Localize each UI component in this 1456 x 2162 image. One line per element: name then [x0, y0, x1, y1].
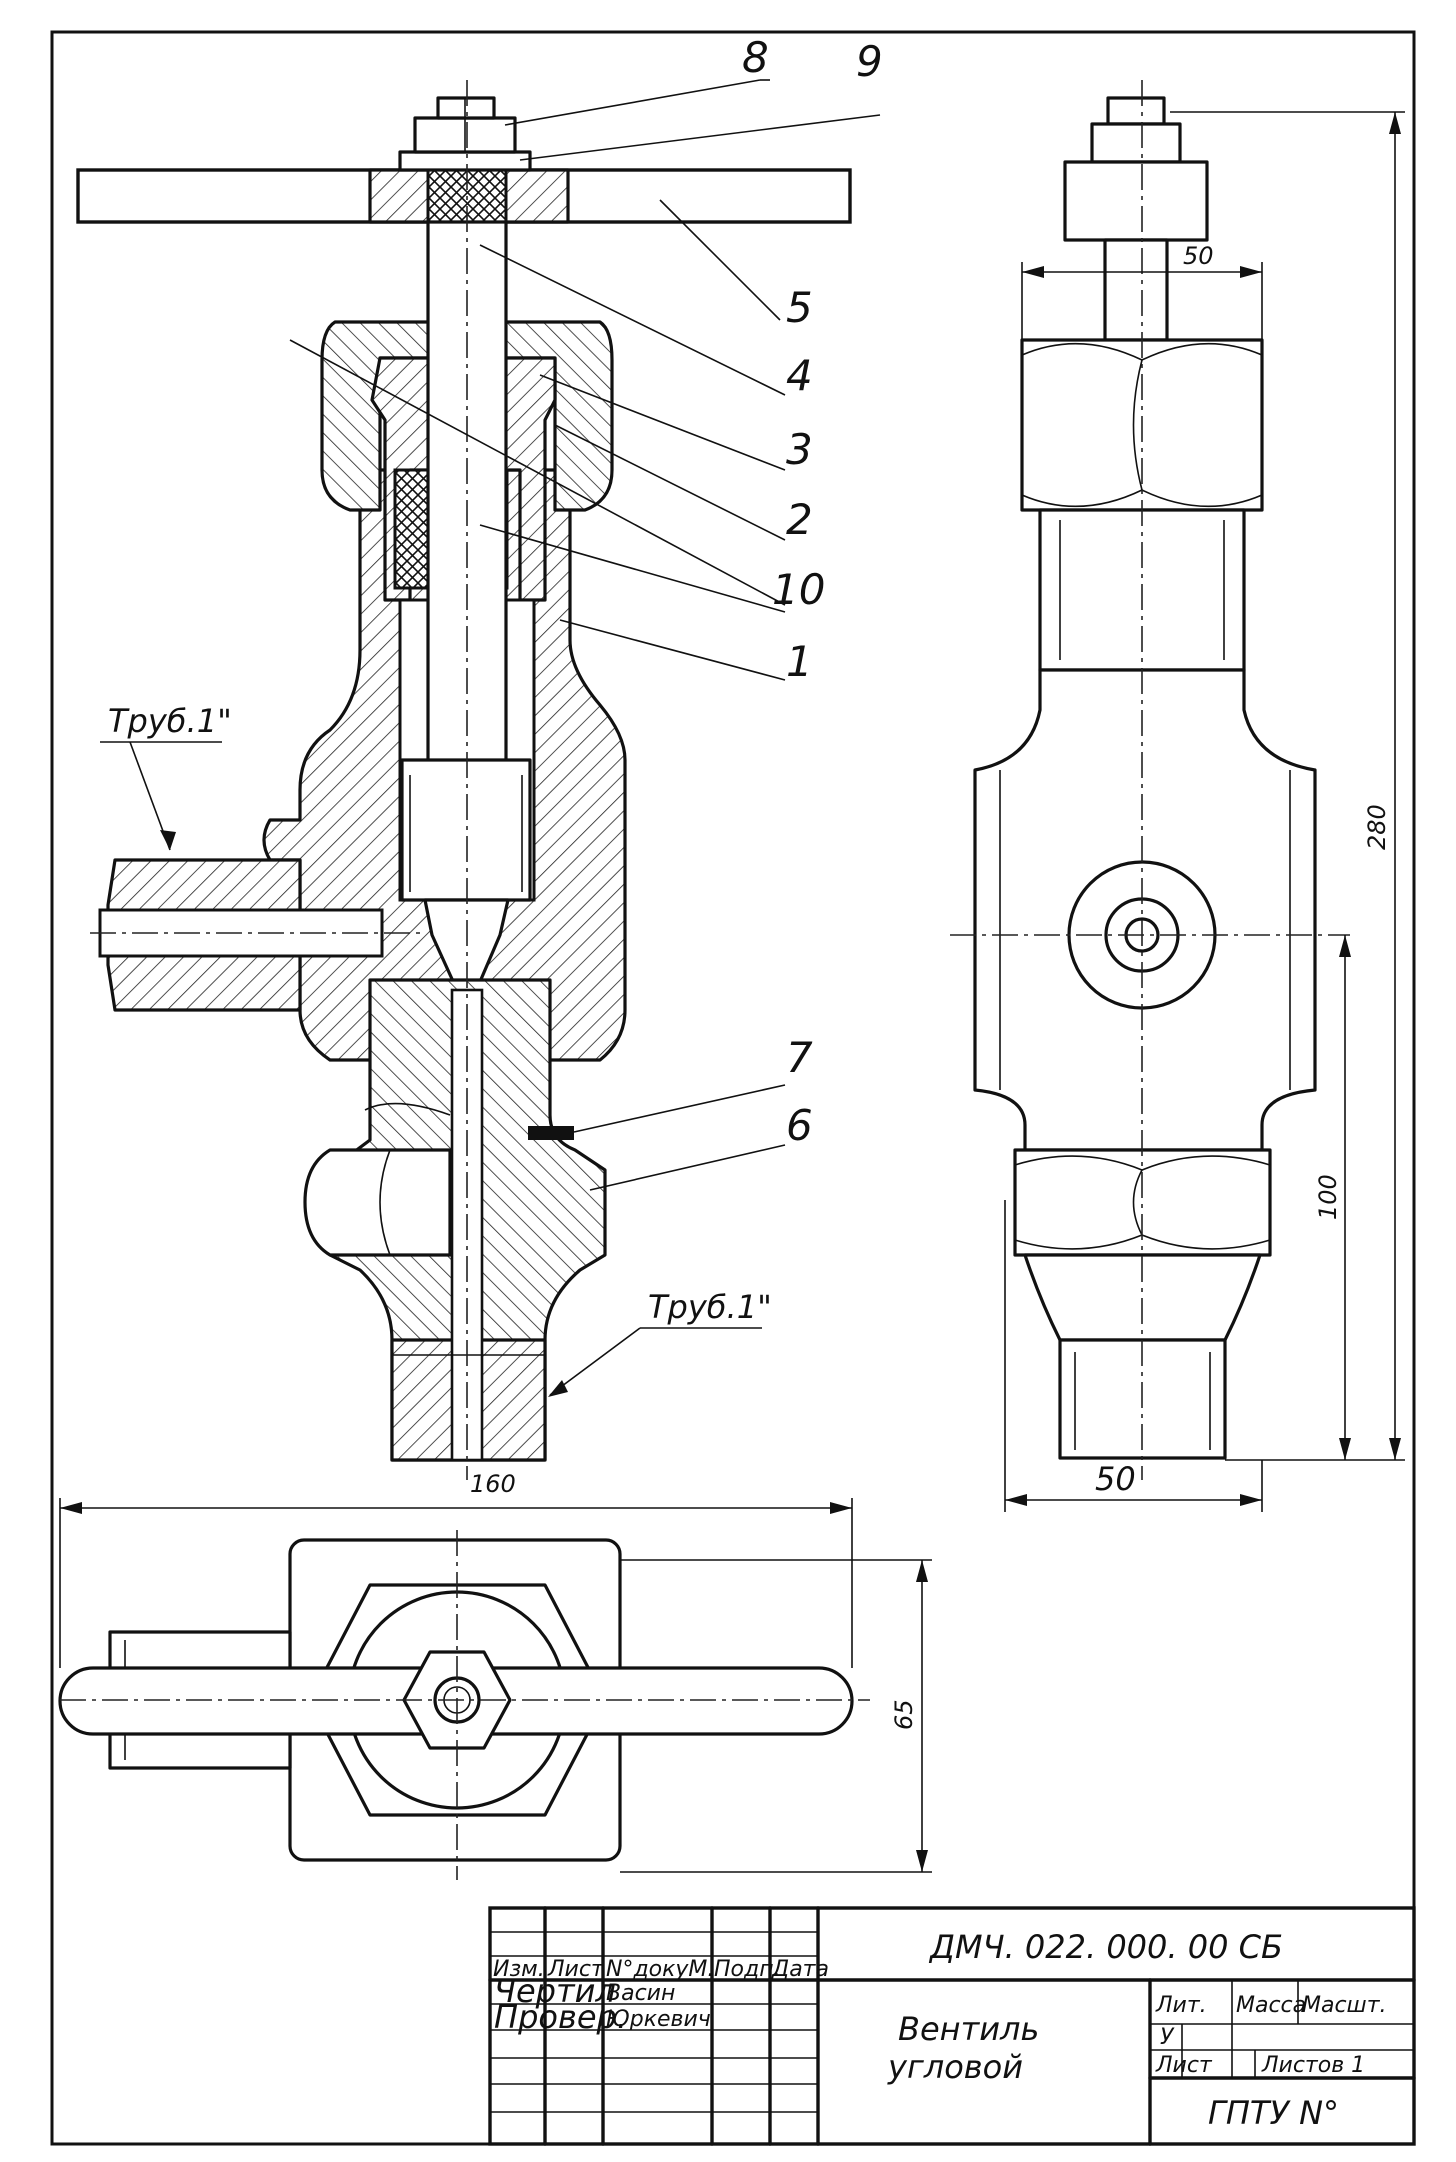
part-label-3: 3: [786, 425, 813, 474]
tb-header-list: Лист: [547, 1957, 605, 1982]
tb-drawn-label: Чертил: [494, 1972, 616, 2010]
plan-dimensions: 160 65: [59, 1470, 932, 1873]
dim-plan-width: 160: [470, 1470, 516, 1498]
part-label-9: 9: [856, 37, 883, 86]
side-lower-nut: [1013, 1148, 1272, 1257]
title-block: Изм. Лист N°докуМ. Подп. Дата Чертил Вас…: [488, 1906, 1416, 2146]
dim-plan-height: 65: [890, 1699, 918, 1730]
dim-side-top-width: 50: [1183, 242, 1214, 270]
stem-end: [436, 96, 496, 120]
tb-name-line1: Вентиль: [898, 2010, 1039, 2048]
pipe-callout-left: Труб.1": [108, 702, 232, 740]
tb-scale-label: Масшт.: [1302, 1993, 1387, 2018]
part-label-2: 2: [786, 495, 813, 544]
plan-view: [58, 1530, 870, 1880]
tb-checked-label: Провер.: [494, 1998, 627, 2036]
side-top-nut: [1063, 160, 1209, 242]
part-label-1: 1: [786, 637, 813, 686]
pipe-callout-bottom: Труб.1": [648, 1288, 772, 1326]
washer: [398, 150, 532, 172]
tb-sheet-label: Лист: [1155, 2053, 1213, 2078]
front-section-view: [76, 80, 852, 1480]
bottom-hex-nut: [303, 1148, 452, 1257]
stem-threaded-part: [400, 758, 532, 902]
part-label-10: 10: [772, 565, 825, 614]
tb-drawn-name: Васин: [606, 1981, 675, 2006]
tb-header-sign: Подп.: [714, 1957, 781, 1982]
tb-designation: ДМЧ. 022. 000. 00 СБ: [928, 1928, 1283, 1966]
tb-sheets-label: Листов 1: [1261, 2053, 1365, 2078]
tb-lit-label: Лит.: [1155, 1993, 1207, 2018]
part-label-7: 7: [786, 1033, 813, 1082]
tb-org: ГПТУ N°: [1208, 2094, 1339, 2132]
tb-mass-label: Масса: [1236, 1993, 1306, 2018]
part-label-5: 5: [786, 283, 813, 332]
tb-name-line2: угловой: [887, 2048, 1023, 2086]
dim-side-lower-height: 100: [1314, 1174, 1342, 1220]
dim-side-bottom-width: 50: [1095, 1460, 1136, 1498]
tb-checked-name: Юркевич: [606, 2007, 711, 2032]
part-label-4: 4: [786, 351, 813, 400]
dim-side-total-height: 280: [1363, 804, 1391, 850]
part-label-6: 6: [786, 1101, 813, 1150]
side-view: [950, 80, 1350, 1480]
tb-lit-value: У: [1160, 2025, 1175, 2050]
tb-header-date: Дата: [771, 1957, 829, 1982]
part-label-8: 8: [742, 33, 769, 82]
gasket: [528, 1126, 574, 1140]
gland-sleeve-section: [370, 356, 557, 602]
leader-lines: [289, 79, 881, 1191]
tb-header-doc: N°докуМ.: [606, 1957, 714, 1982]
side-dimensions: 50 50 280 100: [1004, 111, 1405, 1512]
tb-header-izm: Изм.: [493, 1957, 545, 1982]
